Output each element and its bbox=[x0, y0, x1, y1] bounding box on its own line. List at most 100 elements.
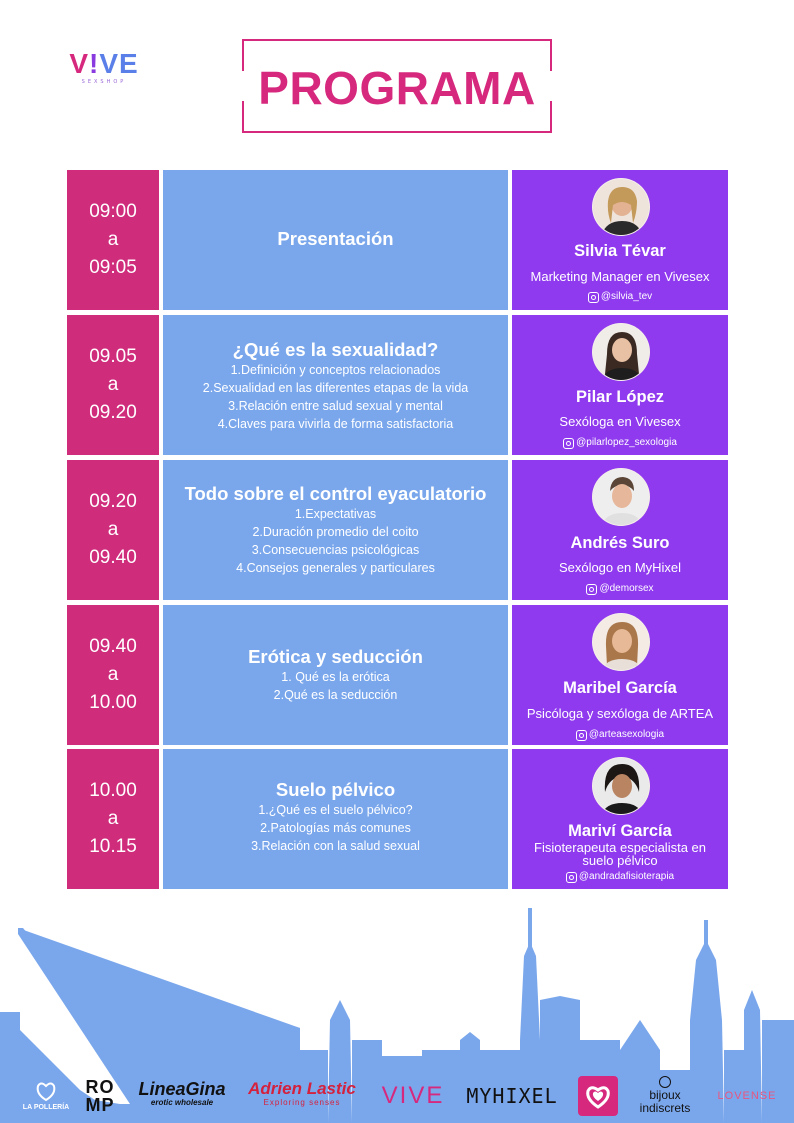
speaker-role: Sexóloga en Vivesex bbox=[559, 414, 681, 429]
schedule-row: 09.40 a 10.00 Erótica y seducción 1. Qué… bbox=[67, 605, 728, 745]
time-cell: 09.20 a 09.40 bbox=[67, 460, 159, 600]
time-separator: a bbox=[107, 374, 119, 395]
topic-item: 3.Relación entre salud sexual y mental bbox=[228, 399, 443, 413]
speaker-photo bbox=[592, 323, 650, 381]
sponsor-lovense: LOVENSE bbox=[717, 1089, 777, 1102]
time-cell: 10.00 a 10.15 bbox=[67, 749, 159, 889]
instagram-handle: @pilarlopez_sexologia bbox=[576, 437, 677, 448]
time-end: 09.20 bbox=[89, 402, 137, 423]
speaker-photo bbox=[592, 468, 650, 526]
topic-list: 1. Qué es la erótica 2.Qué es la seducci… bbox=[163, 668, 508, 704]
speaker-role-line2: suelo pélvico bbox=[582, 853, 658, 868]
instagram-icon bbox=[587, 291, 599, 303]
instagram-handle: @arteasexologia bbox=[588, 729, 665, 740]
time-start: 09.40 bbox=[89, 636, 137, 657]
time-end: 09.40 bbox=[89, 547, 137, 568]
topic-cell: ¿Qué es la sexualidad? 1.Definición y co… bbox=[163, 315, 508, 455]
speaker-instagram[interactable]: @pilarlopez_sexologia bbox=[512, 437, 728, 449]
topic-item: 3.Consecuencias psicológicas bbox=[251, 543, 420, 557]
sponsor-lineagina: LineaGina erotic wholesale bbox=[138, 1078, 226, 1107]
speaker-photo bbox=[592, 613, 650, 671]
speaker-cell: Pilar López Sexóloga en Vivesex @pilarlo… bbox=[512, 315, 728, 455]
instagram-icon bbox=[575, 729, 587, 741]
sponsor-romp: RO MP bbox=[85, 1076, 115, 1115]
topic-title: Erótica y seducción bbox=[248, 646, 423, 667]
instagram-icon bbox=[565, 871, 577, 883]
speaker-name: Mariví García bbox=[568, 822, 672, 840]
speaker-cell: Andrés Suro Sexólogo en MyHixel @demorse… bbox=[512, 460, 728, 600]
instagram-handle: @demorsex bbox=[599, 583, 654, 594]
speaker-instagram[interactable]: @andradafisioterapia bbox=[512, 871, 728, 883]
speaker-name: Silvia Tévar bbox=[574, 242, 666, 260]
topic-cell: Presentación bbox=[163, 170, 508, 310]
topic-item: 4.Consejos generales y particulares bbox=[236, 561, 435, 575]
speaker-role: Fisioterapeuta especialista en bbox=[534, 840, 706, 855]
time-separator: a bbox=[107, 229, 119, 250]
time-separator: a bbox=[107, 808, 119, 829]
speaker-photo bbox=[592, 178, 650, 236]
speaker-photo bbox=[592, 757, 650, 815]
topic-item: 1. Qué es la erótica bbox=[281, 670, 390, 684]
vive-logo: V!VE SEXSHOP bbox=[64, 50, 144, 88]
sponsor-heart-logo bbox=[576, 1068, 620, 1123]
topic-item: 4.Claves para vivirla de forma satisfact… bbox=[217, 417, 454, 431]
time-cell: 09.40 a 10.00 bbox=[67, 605, 159, 745]
time-start: 10.00 bbox=[89, 780, 137, 801]
time-end: 10.00 bbox=[89, 692, 137, 713]
topic-list: 1.Definición y conceptos relacionados 2.… bbox=[163, 361, 508, 433]
instagram-icon bbox=[586, 583, 598, 595]
speaker-instagram[interactable]: @arteasexologia bbox=[512, 729, 728, 741]
topic-title: Presentación bbox=[277, 228, 394, 249]
time-start: 09.20 bbox=[89, 491, 137, 512]
time-start: 09:00 bbox=[89, 201, 137, 222]
time-separator: a bbox=[107, 519, 119, 540]
time-end: 10.15 bbox=[89, 836, 137, 857]
la-polleria-icon bbox=[36, 1082, 56, 1102]
schedule-row: 10.00 a 10.15 Suelo pélvico 1.¿Qué es el… bbox=[67, 749, 728, 889]
speaker-instagram[interactable]: @demorsex bbox=[512, 583, 728, 595]
topic-item: 3.Relación con la salud sexual bbox=[251, 839, 420, 853]
speaker-instagram[interactable]: @silvia_tev bbox=[512, 291, 728, 303]
topic-item: 1.Expectativas bbox=[294, 507, 377, 521]
instagram-handle: @andradafisioterapia bbox=[578, 871, 675, 882]
title-frame: PROGRAMA bbox=[242, 39, 552, 133]
topic-cell: Suelo pélvico 1.¿Qué es el suelo pélvico… bbox=[163, 749, 508, 889]
topic-item: 1.Definición y conceptos relacionados bbox=[230, 363, 441, 377]
schedule-row: 09:00 a 09:05 Presentación Silvia Tévar … bbox=[67, 170, 728, 310]
sponsor-adrien-lastic: Adrien Lastic Exploring senses bbox=[248, 1078, 356, 1107]
time-separator: a bbox=[107, 664, 119, 685]
topic-item: 2.Qué es la seducción bbox=[273, 688, 398, 702]
instagram-icon bbox=[563, 437, 575, 449]
sponsor-bijoux-indiscrets: bijoux indiscrets bbox=[630, 1068, 700, 1123]
topic-cell: Erótica y seducción 1. Qué es la erótica… bbox=[163, 605, 508, 745]
bijoux-circle-icon bbox=[659, 1076, 671, 1088]
logo-subtitle: SEXSHOP bbox=[81, 79, 127, 85]
speaker-cell: Mariví García Fisioterapeuta especialist… bbox=[512, 749, 728, 889]
topic-title: Todo sobre el control eyaculatorio bbox=[184, 483, 487, 504]
topic-title: ¿Qué es la sexualidad? bbox=[232, 339, 439, 360]
speaker-role: Psicóloga y sexóloga de ARTEA bbox=[526, 706, 714, 721]
topic-list: 1.Expectativas 2.Duración promedio del c… bbox=[163, 505, 508, 577]
speaker-cell: Silvia Tévar Marketing Manager en Vivese… bbox=[512, 170, 728, 310]
schedule-row: 09.05 a 09.20 ¿Qué es la sexualidad? 1.D… bbox=[67, 315, 728, 455]
speaker-name: Andrés Suro bbox=[570, 534, 670, 552]
time-cell: 09.05 a 09.20 bbox=[67, 315, 159, 455]
speaker-cell: Maribel García Psicóloga y sexóloga de A… bbox=[512, 605, 728, 745]
speaker-name: Maribel García bbox=[563, 679, 677, 697]
sponsor-myhixel: MYHIXEL bbox=[466, 1083, 558, 1108]
topic-item: 2.Sexualidad en las diferentes etapas de… bbox=[202, 381, 469, 395]
sponsor-la-polleria: LA POLLERÍA bbox=[18, 1068, 74, 1123]
topic-list: 1.¿Qué es el suelo pélvico? 2.Patologías… bbox=[163, 801, 508, 855]
speaker-name: Pilar López bbox=[575, 388, 665, 406]
speaker-role: Sexólogo en MyHixel bbox=[558, 560, 682, 575]
schedule-row: 09.20 a 09.40 Todo sobre el control eyac… bbox=[67, 460, 728, 600]
page-title: PROGRAMA bbox=[258, 62, 536, 114]
topic-cell: Todo sobre el control eyaculatorio 1.Exp… bbox=[163, 460, 508, 600]
time-start: 09.05 bbox=[89, 346, 137, 367]
topic-title: Suelo pélvico bbox=[275, 779, 396, 800]
topic-item: 2.Patologías más comunes bbox=[260, 821, 411, 835]
sponsors-bar: LA POLLERÍA RO MP LineaGina erotic whole… bbox=[0, 1068, 794, 1123]
sponsor-vive: VIVE bbox=[381, 1081, 445, 1109]
heart-logo-icon bbox=[578, 1075, 618, 1116]
topic-item: 2.Duración promedio del coito bbox=[252, 525, 419, 539]
